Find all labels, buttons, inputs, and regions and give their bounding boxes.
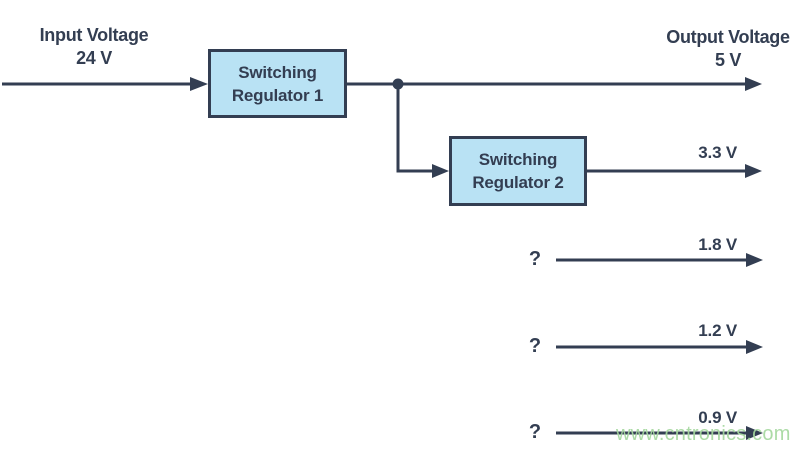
input-voltage-value: 24 V xyxy=(76,48,112,68)
regulator-1-name-line1: Switching xyxy=(238,62,317,82)
rail-1v8-arrowhead-icon xyxy=(746,253,763,267)
rail-3v3-arrowhead-icon xyxy=(745,164,762,178)
rail-1v2-label: 1.2 V xyxy=(698,321,737,340)
rail-1v8-unknown-source: ? xyxy=(528,248,542,270)
switching-regulator-2-block: Switching Regulator 2 xyxy=(449,136,587,206)
input-voltage-header: Input Voltage 24 V xyxy=(18,24,170,70)
rail-1v8-label: 1.8 V xyxy=(698,235,737,254)
switching-regulator-1-block: Switching Regulator 1 xyxy=(208,49,347,118)
input-voltage-label: Input Voltage xyxy=(39,25,149,45)
branch-wire xyxy=(396,84,433,173)
output-voltage-header: Output Voltage 5 V xyxy=(652,26,804,72)
rail-5v-arrowhead-icon xyxy=(745,77,762,91)
output-voltage-value: 5 V xyxy=(714,50,742,70)
rail-3v3-label: 3.3 V xyxy=(698,143,737,162)
branch-arrowhead-icon xyxy=(432,164,449,178)
rail-0v9-arrowhead-icon xyxy=(746,426,763,440)
rail-0v9-label: 0.9 V xyxy=(698,408,737,427)
regulator-2-name-line1: Switching xyxy=(478,150,558,169)
watermark: www.cntronics.com xyxy=(616,423,791,445)
input-arrowhead-icon xyxy=(190,77,208,91)
rail-0v9-unknown-source: ? xyxy=(528,421,542,443)
rail-1v2-arrowhead-icon xyxy=(746,340,763,354)
rail-1v2-unknown-source: ? xyxy=(528,335,542,357)
regulator-1-name-line2: Regulator 1 xyxy=(231,85,324,105)
regulator-2-name-line2: Regulator 2 xyxy=(472,173,564,192)
output-voltage-label: Output Voltage xyxy=(666,27,790,47)
